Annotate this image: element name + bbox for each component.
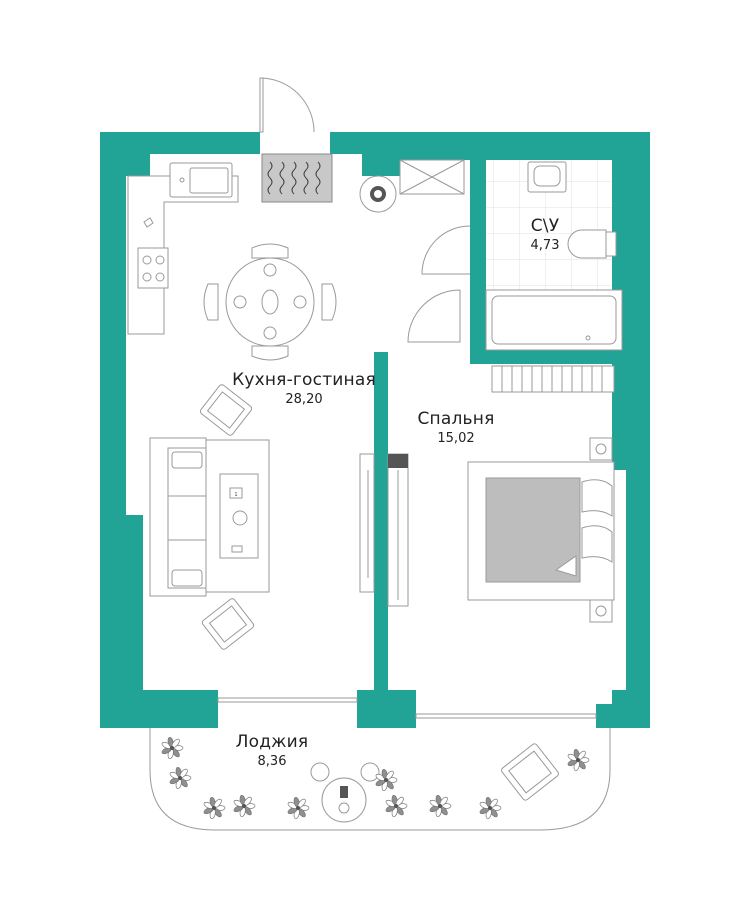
room-bedroom-name: Спальня [417,409,495,429]
boiler-icon [359,175,397,213]
window-living [217,697,358,703]
plant-icon [233,794,256,818]
wall-bath-bedroom [470,350,626,364]
wall-top-right [330,132,650,728]
bathroom-fixtures [485,161,623,351]
pillow [581,479,613,517]
wall-living-bedroom [357,352,416,728]
coffee-table-book-mark: 1 [234,492,237,498]
room-loggia-area: 8,36 [257,754,287,769]
toilet [567,229,607,259]
plant-icon [385,794,408,818]
loggia-table [321,777,367,823]
walls [100,132,650,728]
room-bathroom-area: 4,73 [530,238,560,253]
room-bedroom: Спальня 15,02 [396,409,516,446]
plant-icon [203,796,226,820]
tv-stand [359,453,375,593]
windows [217,697,597,719]
plant-icon [567,748,590,772]
armchair-bottom [201,598,255,650]
room-bathroom: С\У 4,73 [510,216,580,253]
room-loggia: Лоджия 8,36 [222,732,322,769]
doors [259,77,471,343]
room-loggia-name: Лоджия [235,732,309,752]
stove [137,247,169,289]
bed [467,437,615,623]
bedroom-door [407,289,461,343]
loggia [149,728,611,831]
living-furniture [149,384,270,650]
pillow [581,525,613,563]
loggia-plants [161,736,590,820]
plant-icon [169,766,192,790]
room-kitchen-living: Кухня-гостиная 28,20 [224,370,384,407]
dining-set [203,243,337,361]
room-bathroom-name: С\У [530,216,560,236]
bathroom-door [421,225,471,275]
armchair-top [199,384,253,436]
radiator [491,365,615,393]
plant-icon [287,796,310,820]
loggia-outline [149,728,611,831]
kettle-icon [143,217,154,228]
bedroom-wardrobe [387,453,409,607]
plant-icon [429,794,452,818]
utility-cabinet [399,159,465,195]
room-kitchen-living-area: 28,20 [285,392,323,407]
plant-icon [161,736,184,760]
room-bedroom-area: 15,02 [437,431,475,446]
ventilation-shaft [261,153,333,203]
wall-top-left [100,132,260,728]
entrance-door [259,77,315,133]
loggia-armchair [501,743,559,801]
kitchen-unit [127,162,239,335]
window-bedroom [415,713,597,719]
room-kitchen-living-name: Кухня-гостиная [232,370,376,390]
plant-icon [375,768,398,792]
plant-icon [479,796,502,820]
